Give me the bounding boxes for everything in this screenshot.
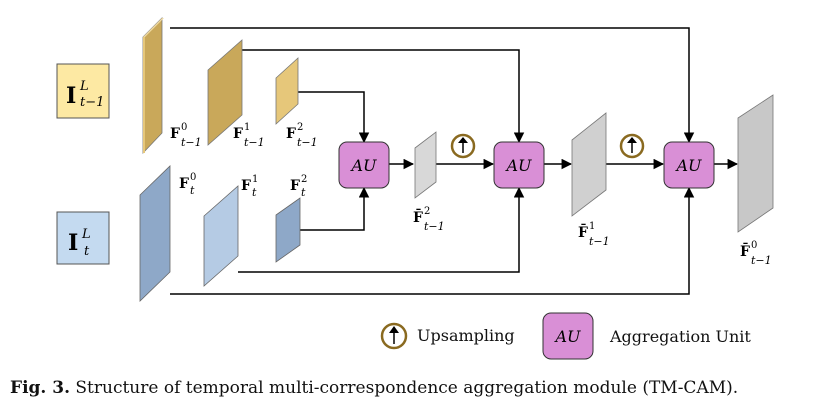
svg-text:F̄: F̄: [740, 241, 750, 260]
input-curr-sub: t: [84, 244, 90, 259]
input-box-prev: I L t−1: [56, 63, 110, 119]
legend-aggregation-text: Aggregation Unit: [610, 327, 751, 346]
au-box-3: AU: [663, 141, 715, 189]
svg-text:t−1: t−1: [244, 136, 265, 149]
svg-text:2: 2: [297, 122, 303, 133]
figure-caption: Fig. 3. Structure of temporal multi-corr…: [10, 378, 830, 398]
input-curr-base: I: [68, 230, 78, 256]
conn-f1curr-au2: [238, 186, 525, 273]
au-label-2: AU: [504, 156, 532, 175]
svg-text:1: 1: [589, 221, 595, 232]
conn-f0curr-au3: [170, 186, 695, 295]
legend-upsampling-icon: [380, 322, 408, 350]
svg-text:F: F: [179, 176, 189, 192]
conn-f2prev-au1: [298, 91, 370, 144]
label-out1: F̄ 1 t−1: [578, 221, 610, 248]
svg-text:F̄: F̄: [578, 222, 588, 241]
slab-out2: [414, 131, 437, 199]
svg-text:t−1: t−1: [297, 136, 318, 149]
label-f0-prev: F 0 t−1: [170, 122, 202, 149]
label-f2-curr: F 2 t: [290, 174, 307, 199]
label-out0: F̄ 0 t−1: [740, 240, 772, 267]
svg-text:t: t: [190, 184, 195, 197]
svg-text:F̄: F̄: [413, 207, 423, 226]
svg-text:F: F: [286, 126, 296, 142]
svg-text:t−1: t−1: [589, 235, 610, 248]
svg-text:F: F: [241, 178, 251, 194]
legend-au-box: AU: [542, 312, 594, 360]
svg-text:F: F: [233, 126, 243, 142]
label-f1-prev: F 1 t−1: [233, 122, 265, 149]
caption-prefix: Fig. 3.: [10, 378, 70, 398]
au-label-3: AU: [674, 156, 702, 175]
label-f2-prev: F 2 t−1: [286, 122, 318, 149]
au-label-1: AU: [349, 156, 377, 175]
svg-text:t: t: [252, 186, 257, 199]
svg-text:t−1: t−1: [181, 136, 202, 149]
svg-text:2: 2: [424, 206, 430, 217]
caption-text: Structure of temporal multi-corresponden…: [70, 378, 739, 398]
svg-text:0: 0: [190, 172, 196, 183]
svg-text:2: 2: [301, 174, 307, 185]
svg-text:0: 0: [751, 240, 757, 251]
svg-text:t: t: [301, 186, 306, 199]
upsampling-icon: [450, 133, 476, 159]
slab-out1: [571, 112, 607, 217]
conn-f2curr-au1: [300, 186, 370, 231]
slab-f1-prev: [207, 39, 243, 146]
slab-f2-curr: [275, 197, 301, 263]
legend-upsampling-text: Upsampling: [417, 326, 515, 345]
slab-f0-curr: [139, 165, 171, 302]
slab-f0-prev: [142, 17, 164, 155]
svg-text:t−1: t−1: [751, 254, 772, 267]
svg-text:F: F: [290, 178, 300, 194]
conn-f0prev-au3: [170, 27, 695, 144]
label-out2: F̄ 2 t−1: [413, 206, 445, 233]
legend-au-label: AU: [553, 327, 581, 346]
label-f1-curr: F 1 t: [241, 174, 258, 199]
svg-text:1: 1: [244, 122, 250, 133]
svg-text:t−1: t−1: [424, 220, 445, 233]
slab-out0: [737, 94, 774, 233]
input-box-curr: I L t: [56, 211, 110, 265]
svg-text:1: 1: [252, 174, 258, 185]
conn-f1prev-au2: [240, 49, 525, 144]
slab-f2-prev: [275, 57, 299, 125]
input-prev-base: I: [66, 83, 76, 109]
input-curr-sup: L: [81, 227, 91, 242]
au-box-2: AU: [493, 141, 545, 189]
input-prev-sup: L: [79, 79, 89, 94]
input-prev-sub: t−1: [80, 95, 104, 110]
au-box-1: AU: [338, 141, 390, 189]
svg-text:F: F: [170, 126, 180, 142]
upsampling-icon: [619, 133, 645, 159]
svg-text:0: 0: [181, 122, 187, 133]
connections: [170, 27, 739, 295]
slab-f1-curr: [203, 185, 239, 287]
label-f0-curr: F 0 t: [179, 172, 196, 197]
